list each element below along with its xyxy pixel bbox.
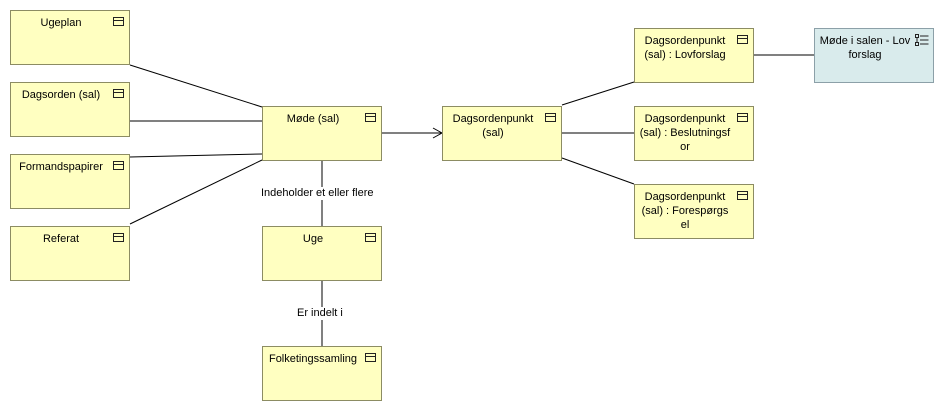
node-formandspapirer-label: Formandspapirer — [19, 161, 103, 173]
class-icon — [545, 113, 556, 122]
node-formandspapirer[interactable]: Formandspapirer — [10, 154, 130, 209]
class-icon — [737, 35, 748, 44]
node-uge-label: Uge — [302, 233, 324, 245]
edge-label-uge-samling: Er indelt i — [296, 307, 344, 320]
node-dagsordenpunkt-label: Dagsordenpunkt (sal) — [452, 113, 534, 139]
node-moede-i-salen-lovforslag[interactable]: Møde i salen - Lovforslag — [814, 28, 934, 83]
node-dp-forespoergsel-label: Dagsordenpunkt (sal) : Forespørgsel — [641, 191, 729, 231]
edge-label-moede-uge: Indeholder et eller flere — [260, 187, 375, 200]
node-dagsorden-label: Dagsorden (sal) — [21, 89, 101, 101]
node-dp-beslutning-label: Dagsordenpunkt (sal) : Beslutningsfor — [639, 113, 731, 153]
node-moede-lovforslag-label: Møde i salen - Lovforslag — [819, 35, 911, 61]
class-icon — [113, 161, 124, 170]
entity-tree-icon — [915, 34, 929, 46]
node-dagsordenpunkt[interactable]: Dagsordenpunkt (sal) — [442, 106, 562, 161]
node-moede-sal[interactable]: Møde (sal) — [262, 106, 382, 161]
node-dagsordenpunkt-beslutning[interactable]: Dagsordenpunkt (sal) : Beslutningsfor — [634, 106, 754, 161]
node-ugeplan-label: Ugeplan — [40, 17, 82, 29]
class-icon — [113, 89, 124, 98]
connector-referat-moede — [129, 159, 263, 225]
connector-dagsordenpunkt-lovforslag — [561, 81, 635, 106]
node-dagsordenpunkt-forespoergsel[interactable]: Dagsordenpunkt (sal) : Forespørgsel — [634, 184, 754, 239]
class-icon — [365, 113, 376, 122]
node-folketingssamling-label: Folketingssamling — [268, 353, 358, 365]
node-referat-label: Referat — [42, 233, 80, 245]
class-icon — [113, 17, 124, 26]
class-icon — [113, 233, 124, 242]
node-ugeplan[interactable]: Ugeplan — [10, 10, 130, 65]
node-folketingssamling[interactable]: Folketingssamling — [262, 346, 382, 401]
node-dp-lovforslag-label: Dagsordenpunkt (sal) : Lovforslag — [644, 35, 726, 61]
class-icon — [737, 191, 748, 200]
class-icon — [365, 353, 376, 362]
connector-formandspapirer-moede — [129, 153, 263, 158]
node-dagsorden[interactable]: Dagsorden (sal) — [10, 82, 130, 137]
node-referat[interactable]: Referat — [10, 226, 130, 281]
node-dagsordenpunkt-lovforslag[interactable]: Dagsordenpunkt (sal) : Lovforslag — [634, 28, 754, 83]
node-moede-sal-label: Møde (sal) — [286, 113, 340, 125]
class-icon — [737, 113, 748, 122]
connector-dagsordenpunkt-forespoergsel — [561, 157, 635, 185]
connector-ugeplan-moede — [129, 64, 263, 108]
class-icon — [365, 233, 376, 242]
node-uge[interactable]: Uge — [262, 226, 382, 281]
